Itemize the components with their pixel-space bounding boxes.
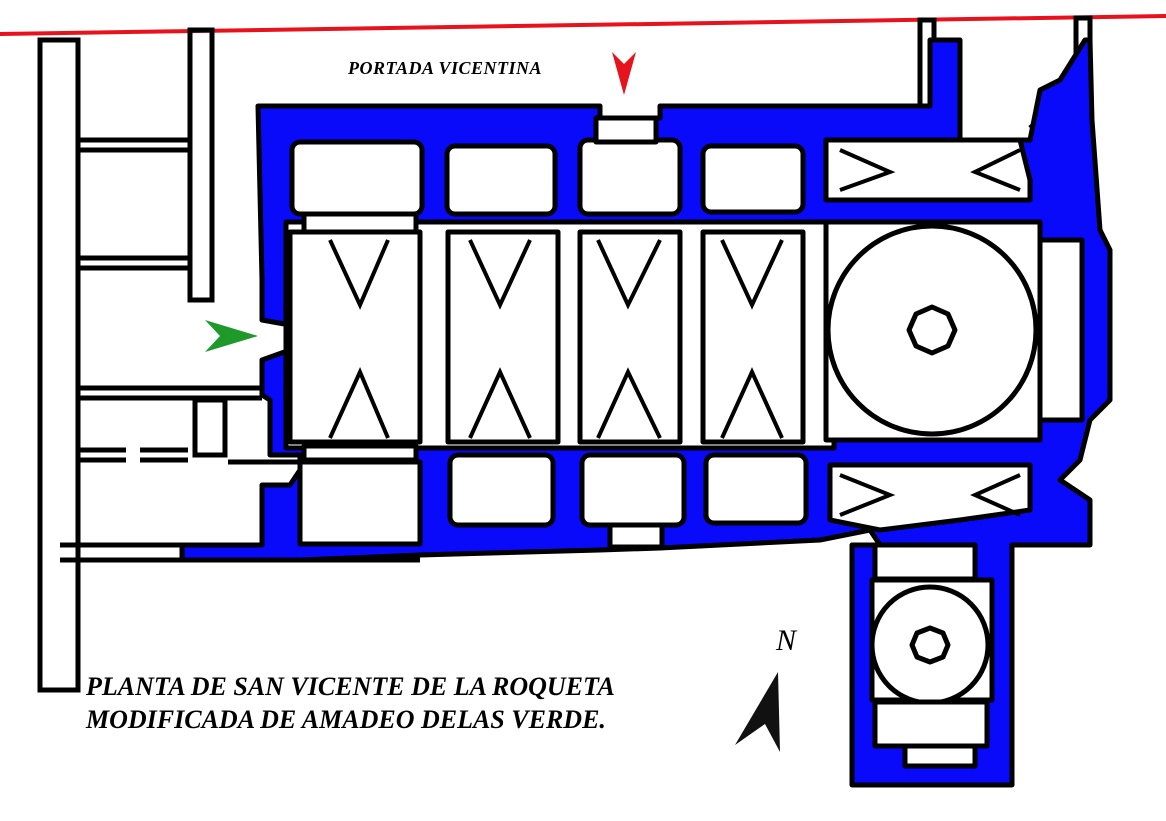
north-arrow-icon bbox=[735, 672, 780, 752]
plan-title-line-2: MODIFICADA DE AMADEO DELAS VERDE. bbox=[86, 705, 606, 734]
green-right-arrow-icon bbox=[205, 320, 258, 352]
north-label: N bbox=[776, 624, 797, 657]
portada-label: PORTADA VICENTINA bbox=[348, 58, 543, 78]
left-annex bbox=[37, 27, 420, 693]
street-boundary-line bbox=[0, 14, 1166, 36]
red-down-arrow-icon bbox=[612, 52, 636, 95]
nave bbox=[283, 211, 837, 463]
south-chapel-dome bbox=[869, 542, 995, 769]
dome-crossing bbox=[823, 219, 1085, 443]
north-chapels bbox=[289, 115, 1033, 217]
plan-title-line-1: PLANTA DE SAN VICENTE DE LA ROQUETA bbox=[86, 672, 615, 701]
